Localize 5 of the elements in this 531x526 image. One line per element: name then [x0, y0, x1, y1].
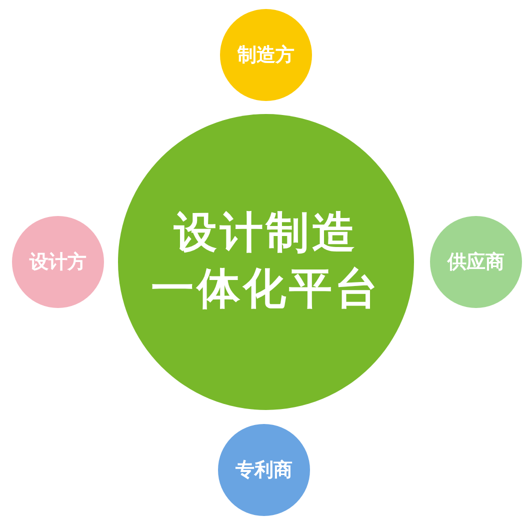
- node-label: 供应商: [448, 250, 504, 274]
- node-label: 设计方: [30, 250, 86, 274]
- node-label: 设计制造一体化平台: [151, 207, 381, 316]
- node-label: 制造方: [238, 42, 294, 68]
- node-label: 专利商: [236, 458, 292, 482]
